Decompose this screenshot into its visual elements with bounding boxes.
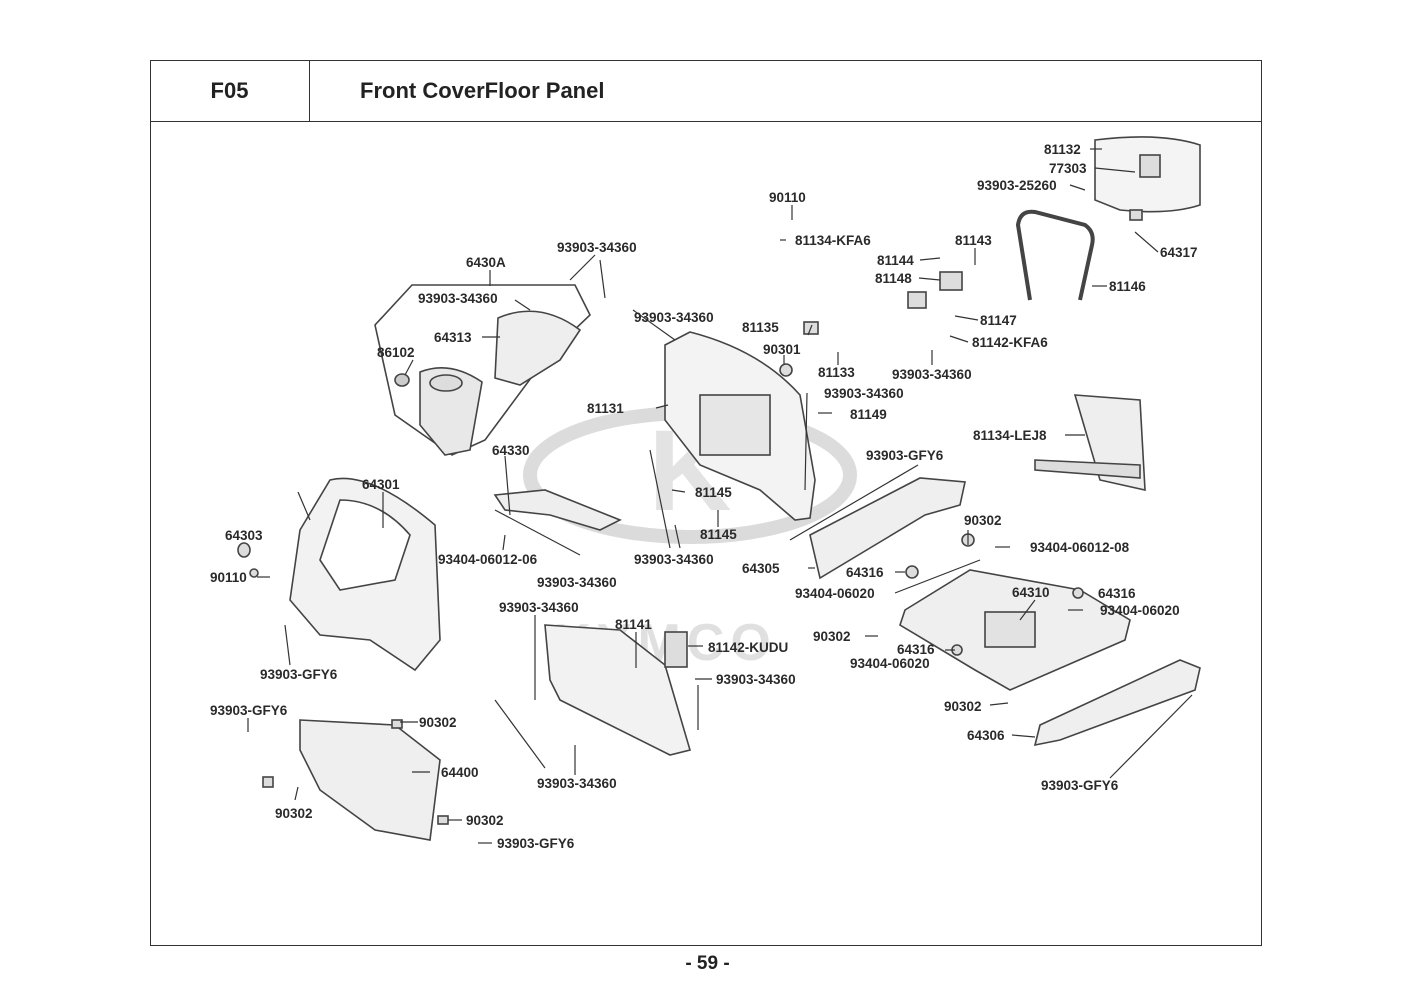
part-label: 90302: [466, 813, 504, 828]
part-label: 64316: [897, 642, 935, 657]
part-label: 93903-GFY6: [260, 667, 338, 682]
part-label: 93404-06020: [850, 656, 930, 671]
part-label: 93903-GFY6: [866, 448, 944, 463]
part-label: 93903-34360: [824, 386, 904, 401]
part-labels: 81132 77303 93903-25260 64317 81146 9011…: [210, 142, 1198, 851]
page-title: Front CoverFloor Panel: [310, 60, 1262, 122]
part-label: 81141: [615, 617, 652, 632]
part-label: 81131: [587, 401, 624, 416]
part-label: 93903-34360: [634, 552, 714, 567]
part-label: 81147: [980, 313, 1017, 328]
part-label: 93404-06020: [1100, 603, 1180, 618]
part-label: 93903-GFY6: [497, 836, 575, 851]
part-label: 93903-34360: [418, 291, 498, 306]
part-label: 64303: [225, 528, 263, 543]
leader-lines: [247, 148, 1193, 844]
part-label: 64317: [1160, 245, 1198, 260]
part-label: 81142-KFA6: [972, 335, 1048, 350]
part-label: 81134-KFA6: [795, 233, 871, 248]
part-shapes: [237, 136, 1201, 841]
part-label: 81146: [1109, 279, 1146, 294]
part-label: 93903-34360: [537, 776, 617, 791]
part-label: 64301: [362, 477, 400, 492]
part-label: 93903-34360: [892, 367, 972, 382]
part-label: 93404-06020: [795, 586, 875, 601]
part-label: 81144: [877, 253, 914, 268]
part-label: 93404-06012-08: [1030, 540, 1130, 555]
part-label: 81133: [818, 365, 855, 380]
part-label: 93404-06012-06: [438, 552, 538, 567]
part-label: 64306: [967, 728, 1005, 743]
part-label: 90301: [763, 342, 801, 357]
diagram-frame: [150, 60, 1262, 946]
section-code: F05: [150, 60, 310, 122]
part-label: 81145: [695, 485, 732, 500]
part-label: 93903-GFY6: [1041, 778, 1119, 793]
part-label: 64310: [1012, 585, 1050, 600]
part-label: 90302: [964, 513, 1002, 528]
part-label: 81148: [875, 271, 912, 286]
part-label: 93903-34360: [537, 575, 617, 590]
part-label: 6430A: [466, 255, 506, 270]
part-label: 81145: [700, 527, 737, 542]
part-label: 90302: [419, 715, 457, 730]
part-label: 90302: [944, 699, 982, 714]
part-label: 93903-34360: [557, 240, 637, 255]
part-label: 81134-LEJ8: [973, 428, 1047, 443]
part-label: 86102: [377, 345, 415, 360]
part-label: 81149: [850, 407, 887, 422]
part-label: 77303: [1049, 161, 1087, 176]
part-label: 64316: [846, 565, 884, 580]
part-label: 81132: [1044, 142, 1081, 157]
part-label: 64400: [441, 765, 479, 780]
part-label: 64330: [492, 443, 530, 458]
part-label: 93903-34360: [716, 672, 796, 687]
part-label: 90302: [275, 806, 313, 821]
part-label: 81143: [955, 233, 992, 248]
part-label: 90302: [813, 629, 851, 644]
part-label: 93903-34360: [499, 600, 579, 615]
part-label: 93903-GFY6: [210, 703, 288, 718]
page-number: - 59 -: [685, 953, 730, 974]
part-label: 81135: [742, 320, 779, 335]
part-label: 90110: [769, 190, 806, 205]
part-label: 64305: [742, 561, 780, 576]
part-label: 64316: [1098, 586, 1136, 601]
part-label: 93903-25260: [977, 178, 1057, 193]
part-label: 90110: [210, 570, 247, 585]
part-label: 81142-KUDU: [708, 640, 788, 655]
part-label: 64313: [434, 330, 472, 345]
part-label: 93903-34360: [634, 310, 714, 325]
